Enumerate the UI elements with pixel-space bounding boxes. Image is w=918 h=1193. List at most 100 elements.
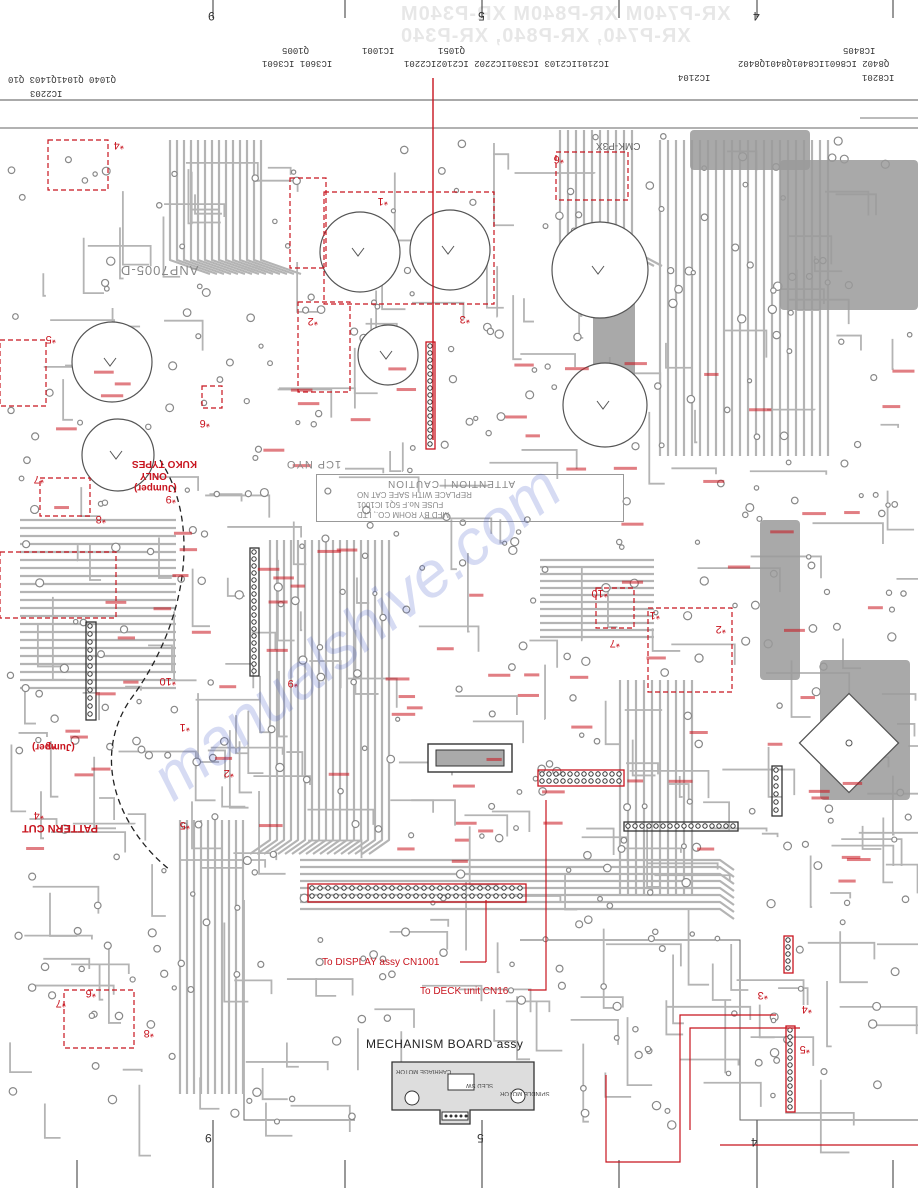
via-pad bbox=[788, 310, 793, 315]
via-pad bbox=[901, 591, 906, 596]
via-pad bbox=[733, 603, 737, 607]
trace-segment bbox=[877, 944, 918, 946]
trace-segment bbox=[498, 942, 500, 972]
ic-ref-ic8405: IC8405 bbox=[843, 45, 875, 54]
via-pad bbox=[65, 157, 71, 163]
via-pad bbox=[891, 968, 899, 976]
connector-pin bbox=[510, 894, 514, 898]
connector-pin bbox=[334, 886, 338, 890]
via-pad bbox=[888, 633, 896, 641]
trace-segment bbox=[45, 1104, 61, 1138]
via-pad bbox=[470, 199, 476, 205]
via-pad bbox=[695, 540, 699, 544]
trace-segment bbox=[99, 798, 114, 820]
connector-pin bbox=[661, 824, 665, 828]
connector-pin bbox=[252, 641, 256, 645]
connector-pin bbox=[788, 1105, 792, 1109]
connector-pin bbox=[454, 886, 458, 890]
via-pad bbox=[855, 441, 861, 447]
connector-pin bbox=[326, 894, 330, 898]
via-pad bbox=[585, 916, 592, 923]
trace-bundle-center bbox=[334, 540, 354, 854]
trace-segment bbox=[266, 1103, 292, 1136]
connector-pin bbox=[252, 627, 256, 631]
trace-segment bbox=[279, 388, 355, 408]
red-ref-mark bbox=[437, 647, 454, 650]
trace-segment bbox=[529, 641, 557, 668]
connector-pin bbox=[366, 886, 370, 890]
via-pad bbox=[768, 305, 776, 313]
trace-segment bbox=[51, 832, 125, 852]
trace-segment bbox=[893, 339, 894, 369]
via-pad bbox=[274, 1119, 279, 1124]
connector-pin bbox=[724, 824, 728, 828]
via-pad bbox=[695, 654, 703, 662]
trace-segment bbox=[680, 1060, 739, 1066]
via-pad bbox=[545, 364, 550, 369]
via-pad bbox=[645, 1046, 650, 1051]
connector-pin bbox=[518, 886, 522, 890]
via-pad bbox=[409, 833, 414, 838]
via-pad bbox=[201, 531, 207, 537]
trace-segment bbox=[830, 893, 850, 898]
red-ref-mark bbox=[570, 676, 588, 679]
via-pad bbox=[389, 971, 396, 978]
connector-pin bbox=[703, 824, 707, 828]
connector-pin bbox=[788, 1063, 792, 1067]
trace-segment bbox=[689, 909, 710, 985]
via-pad bbox=[618, 846, 625, 853]
via-pad bbox=[234, 972, 240, 978]
trace-segment bbox=[286, 752, 302, 777]
connector-pin bbox=[554, 779, 558, 783]
via-pad bbox=[814, 862, 822, 870]
trace-segment bbox=[704, 1083, 761, 1107]
board-outline-right bbox=[520, 940, 918, 1120]
via-pad bbox=[51, 715, 58, 722]
connector-pin bbox=[406, 894, 410, 898]
via-pad bbox=[691, 271, 695, 275]
via-pad bbox=[332, 1037, 340, 1045]
connector-pin bbox=[430, 886, 434, 890]
via-pad bbox=[89, 1013, 94, 1018]
red-ref-mark bbox=[842, 856, 861, 859]
connector-pin bbox=[788, 1042, 792, 1046]
connector-pin bbox=[554, 772, 558, 776]
trace-segment bbox=[840, 1007, 917, 1034]
red-ref-mark bbox=[65, 730, 80, 733]
option-marker: *8 bbox=[96, 513, 106, 525]
via-pad bbox=[439, 168, 446, 175]
trace-segment bbox=[390, 800, 433, 812]
mech-connector-pin bbox=[460, 1115, 463, 1118]
trace-segment bbox=[608, 588, 617, 627]
attention-line-3: MFD BY ROHM CO., LTD bbox=[357, 510, 449, 518]
red-ref-mark bbox=[91, 768, 110, 771]
via-pad bbox=[546, 761, 552, 767]
via-pad bbox=[659, 207, 664, 212]
connector-pin bbox=[788, 1049, 792, 1053]
via-pad bbox=[594, 738, 600, 744]
via-pad bbox=[682, 878, 690, 886]
via-pad bbox=[581, 1085, 587, 1091]
red-ref-mark bbox=[453, 785, 475, 788]
via-pad bbox=[235, 905, 240, 910]
via-pad bbox=[495, 330, 503, 338]
via-pad bbox=[701, 214, 708, 221]
connector-pin bbox=[446, 894, 450, 898]
red-ref-mark bbox=[882, 405, 900, 408]
red-ref-mark bbox=[571, 726, 592, 729]
connector-pin bbox=[547, 779, 551, 783]
red-ref-mark bbox=[337, 549, 358, 552]
via-pad bbox=[580, 733, 584, 737]
trace-segment bbox=[395, 173, 418, 241]
trace-segment bbox=[123, 1070, 142, 1072]
via-pad bbox=[556, 212, 563, 219]
option-marker: *4 bbox=[114, 139, 124, 151]
connector-pin bbox=[788, 1070, 792, 1074]
electrolytic-capacitor bbox=[320, 212, 400, 292]
via-pad bbox=[32, 433, 39, 440]
via-pad bbox=[274, 583, 282, 591]
connector-pin bbox=[252, 557, 256, 561]
via-pad bbox=[23, 541, 30, 548]
connector-pin bbox=[589, 779, 593, 783]
connector-pin bbox=[633, 824, 637, 828]
